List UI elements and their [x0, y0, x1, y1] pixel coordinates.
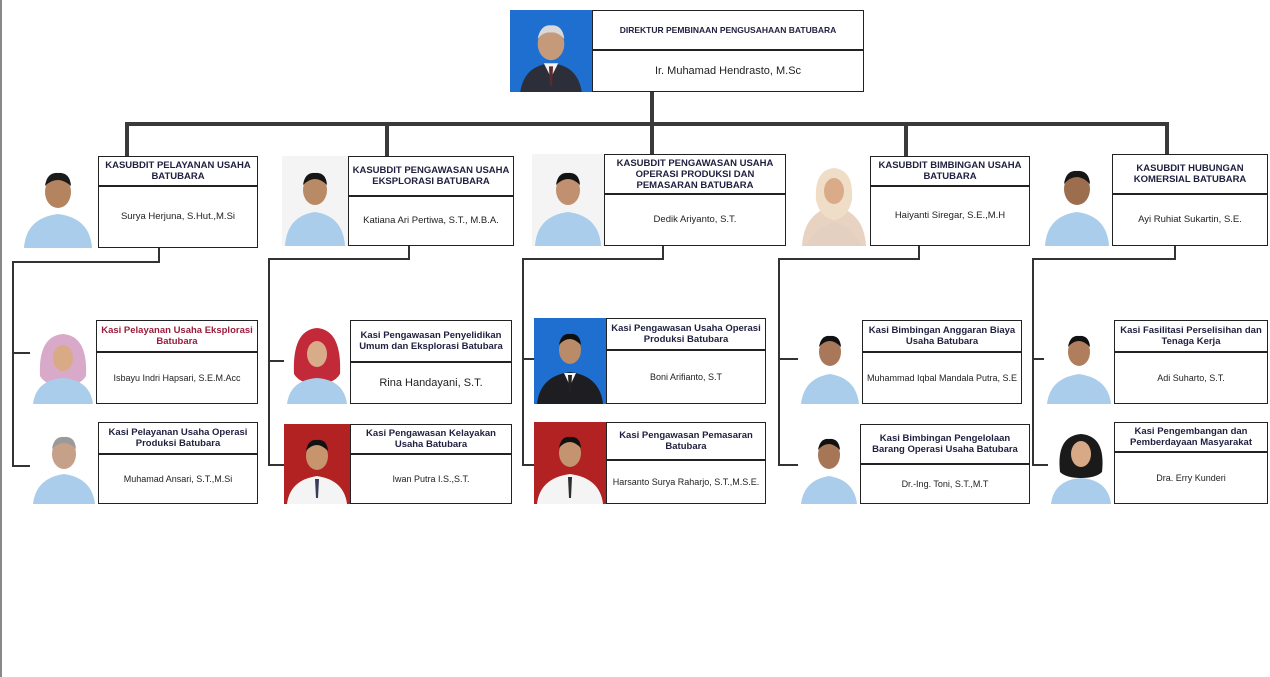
kasi-card-1-2: Kasi Pelayanan Usaha Operasi Produksi Ba… — [30, 422, 258, 504]
kasi-2-1-photo — [284, 320, 350, 404]
kasi-4-2-name: Dr.-Ing. Toni, S.T.,M.T — [860, 464, 1030, 504]
branch-4-horizontal — [778, 258, 920, 260]
kasi-3-1-name: Boni Arifianto, S.T — [606, 350, 766, 404]
branch-3-down — [662, 245, 664, 259]
kasi-3-2-title: Kasi Pengawasan Pemasaran Batubara — [606, 422, 766, 460]
kasi-card-3-1: Kasi Pengawasan Usaha Operasi Produksi B… — [534, 318, 766, 404]
branch-4-down — [918, 245, 920, 259]
line-drop-1 — [125, 122, 129, 158]
branch-1-kasi-2 — [12, 465, 34, 467]
kasubdit-5-photo — [1042, 154, 1112, 246]
branch-2-horizontal — [268, 258, 410, 260]
kasubdit-4-photo — [798, 156, 870, 246]
kasubdit-3-name: Dedik Ariyanto, S.T. — [604, 194, 786, 246]
branch-3-kasi-2 — [522, 464, 534, 466]
kasi-card-5-1: Kasi Fasilitasi Perselisihan dan Tenaga … — [1044, 320, 1268, 404]
branch-2-kasi-2 — [268, 464, 286, 466]
kasubdit-3-title: KASUBDIT PENGAWASAN USAHA OPERASI PRODUK… — [604, 154, 786, 194]
kasubdit-card-5: KASUBDIT HUBUNGAN KOMERSIAL BATUBARA Ayi… — [1042, 154, 1268, 246]
kasi-card-2-1: Kasi Pengawasan Penyelidikan Umum dan Ek… — [284, 320, 512, 404]
branch-2-kasi-1 — [268, 360, 286, 362]
kasi-2-1-name: Rina Handayani, S.T. — [350, 362, 512, 404]
kasubdit-1-name: Surya Herjuna, S.Hut.,M.Si — [98, 186, 258, 248]
kasi-5-1-photo — [1044, 320, 1114, 404]
kasubdit-3-photo — [532, 154, 604, 246]
kasubdit-4-title: KASUBDIT BIMBINGAN USAHA BATUBARA — [870, 156, 1030, 186]
branch-5-kasi-1 — [1032, 358, 1046, 360]
branch-5-vertical — [1032, 258, 1034, 466]
line-drop-5 — [1165, 122, 1169, 158]
branch-4-vertical — [778, 258, 780, 466]
branch-2-down — [408, 245, 410, 259]
kasubdit-2-title: KASUBDIT PENGAWASAN USAHA EKSPLORASI BAT… — [348, 156, 514, 196]
kasubdit-4-name: Haiyanti Siregar, S.E.,M.H — [870, 186, 1030, 246]
line-top-bus — [125, 122, 1169, 126]
branch-1-horizontal — [12, 261, 160, 263]
kasi-card-5-2: Kasi Pengembangan dan Pemberdayaan Masya… — [1048, 422, 1268, 504]
kasi-4-1-title: Kasi Bimbingan Anggaran Biaya Usaha Batu… — [862, 320, 1022, 352]
kasi-1-2-photo — [30, 422, 98, 504]
kasi-5-2-photo — [1048, 422, 1114, 504]
line-director-down — [650, 92, 654, 124]
kasi-3-1-title: Kasi Pengawasan Usaha Operasi Produksi B… — [606, 318, 766, 350]
kasi-1-1-name: Isbayu Indri Hapsari, S.E.M.Acc — [96, 352, 258, 404]
branch-1-kasi-1 — [12, 352, 34, 354]
kasi-1-1-photo — [30, 320, 96, 404]
kasi-card-3-2: Kasi Pengawasan Pemasaran Batubara Harsa… — [534, 422, 766, 504]
kasi-4-1-name: Muhammad Iqbal Mandala Putra, S.E — [862, 352, 1022, 404]
kasubdit-2-photo — [282, 156, 348, 246]
kasubdit-card-3: KASUBDIT PENGAWASAN USAHA OPERASI PRODUK… — [532, 154, 786, 246]
kasi-5-1-title: Kasi Fasilitasi Perselisihan dan Tenaga … — [1114, 320, 1268, 352]
director-title: DIREKTUR PEMBINAAN PENGUSAHAAN BATUBARA — [592, 10, 864, 50]
branch-4-kasi-2 — [778, 464, 800, 466]
kasubdit-card-2: KASUBDIT PENGAWASAN USAHA EKSPLORASI BAT… — [282, 156, 514, 246]
kasi-4-2-photo — [798, 424, 860, 504]
kasi-4-1-photo — [798, 320, 862, 404]
kasi-1-1-title: Kasi Pelayanan Usaha Eksplorasi Batubara — [96, 320, 258, 352]
kasi-card-4-1: Kasi Bimbingan Anggaran Biaya Usaha Batu… — [798, 320, 1022, 404]
line-drop-2 — [385, 122, 389, 158]
branch-1-vertical — [12, 261, 14, 467]
kasubdit-2-name: Katiana Ari Pertiwa, S.T., M.B.A. — [348, 196, 514, 246]
branch-3-kasi-1 — [522, 358, 534, 360]
branch-1-down — [158, 248, 160, 262]
kasi-5-2-title: Kasi Pengembangan dan Pemberdayaan Masya… — [1114, 422, 1268, 452]
kasi-card-2-2: Kasi Pengawasan Kelayakan Usaha Batubara… — [284, 424, 512, 504]
kasubdit-1-title: KASUBDIT PELAYANAN USAHA BATUBARA — [98, 156, 258, 186]
branch-5-horizontal — [1032, 258, 1176, 260]
line-drop-3 — [650, 122, 654, 158]
line-drop-4 — [904, 122, 908, 158]
kasi-4-2-title: Kasi Bimbingan Pengelolaan Barang Operas… — [860, 424, 1030, 464]
kasi-card-1-1: Kasi Pelayanan Usaha Eksplorasi Batubara… — [30, 320, 258, 404]
kasi-1-2-name: Muhamad Ansari, S.T.,M.Si — [98, 454, 258, 504]
director-photo — [510, 10, 592, 92]
branch-4-kasi-1 — [778, 358, 800, 360]
kasi-3-1-photo — [534, 318, 606, 404]
director-card: DIREKTUR PEMBINAAN PENGUSAHAAN BATUBARA … — [510, 10, 864, 92]
branch-5-kasi-2 — [1032, 464, 1050, 466]
kasubdit-card-4: KASUBDIT BIMBINGAN USAHA BATUBARA Haiyan… — [798, 156, 1030, 246]
kasi-2-2-photo — [284, 424, 350, 504]
kasi-2-1-title: Kasi Pengawasan Penyelidikan Umum dan Ek… — [350, 320, 512, 362]
kasi-5-1-name: Adi Suharto, S.T. — [1114, 352, 1268, 404]
kasubdit-5-name: Ayi Ruhiat Sukartin, S.E. — [1112, 194, 1268, 246]
kasi-5-2-name: Dra. Erry Kunderi — [1114, 452, 1268, 504]
branch-2-vertical — [268, 258, 270, 466]
kasi-3-2-name: Harsanto Surya Raharjo, S.T.,M.S.E. — [606, 460, 766, 504]
branch-3-vertical — [522, 258, 524, 466]
kasubdit-card-1: KASUBDIT PELAYANAN USAHA BATUBARA Surya … — [18, 156, 258, 248]
kasubdit-1-photo — [18, 156, 98, 248]
kasi-2-2-name: Iwan Putra I.S.,S.T. — [350, 454, 512, 504]
kasi-3-2-photo — [534, 422, 606, 504]
branch-5-down — [1174, 245, 1176, 259]
director-name: Ir. Muhamad Hendrasto, M.Sc — [592, 50, 864, 92]
kasi-2-2-title: Kasi Pengawasan Kelayakan Usaha Batubara — [350, 424, 512, 454]
kasi-1-2-title: Kasi Pelayanan Usaha Operasi Produksi Ba… — [98, 422, 258, 454]
page-left-edge — [0, 0, 2, 677]
kasi-card-4-2: Kasi Bimbingan Pengelolaan Barang Operas… — [798, 424, 1030, 504]
kasubdit-5-title: KASUBDIT HUBUNGAN KOMERSIAL BATUBARA — [1112, 154, 1268, 194]
branch-3-horizontal — [522, 258, 664, 260]
